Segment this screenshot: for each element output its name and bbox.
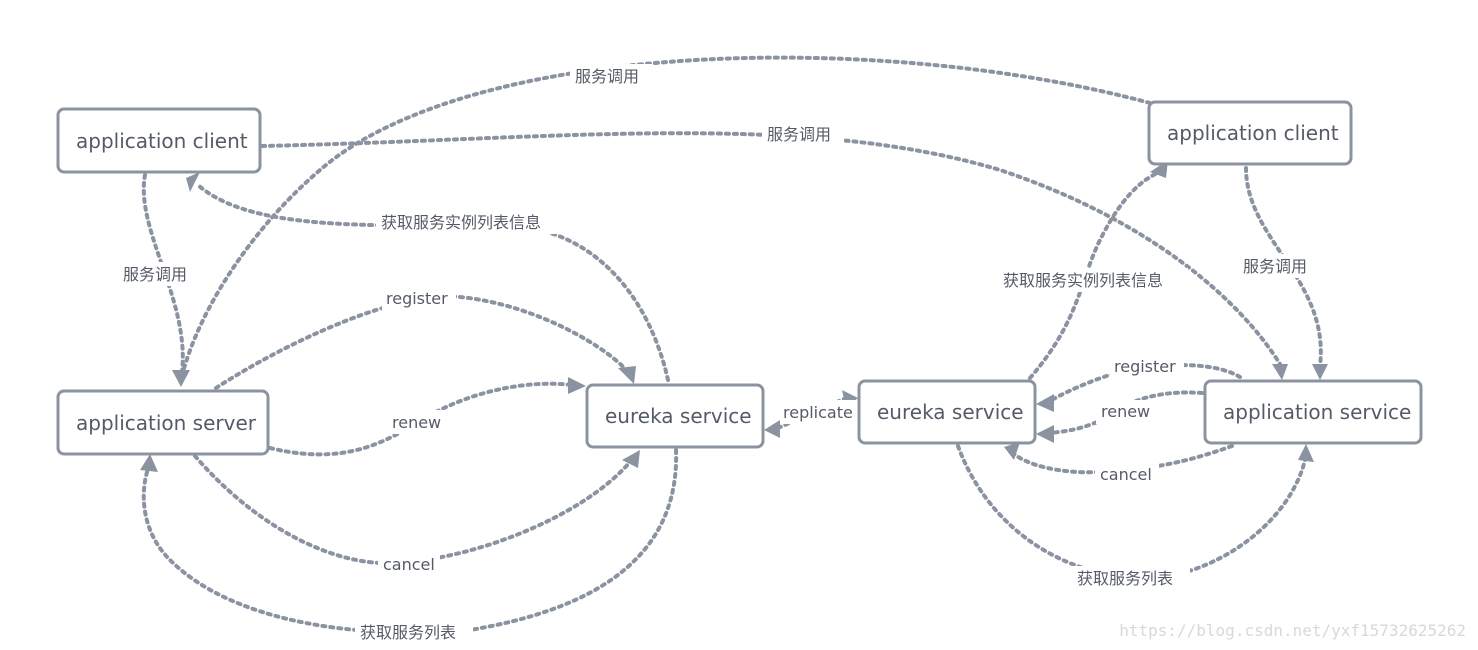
edge-right-client-to-left-server bbox=[181, 55, 1152, 374]
arrowhead-right-service-from-left-client bbox=[1272, 364, 1288, 380]
label-right-register: register bbox=[1114, 357, 1176, 376]
label-right-eureka-to-client: 获取服务实例列表信息 bbox=[1003, 271, 1163, 290]
label-left-register: register bbox=[386, 289, 448, 308]
label-left-cancel: cancel bbox=[383, 555, 435, 574]
edges bbox=[141, 55, 1323, 635]
label-replicate: replicate bbox=[783, 403, 853, 422]
label-left-renew: renew bbox=[392, 413, 441, 432]
label-right-client-to-service: 服务调用 bbox=[1243, 257, 1307, 276]
label-right-cancel: cancel bbox=[1100, 465, 1152, 484]
arrowhead-right-service-fetch bbox=[1298, 444, 1314, 462]
edge-left-fetch-list bbox=[141, 448, 679, 635]
arrowhead-left-eureka-register bbox=[618, 366, 636, 384]
edge-left-cancel bbox=[193, 454, 632, 566]
edge-right-eureka-to-client bbox=[1028, 170, 1162, 380]
watermark: https://blog.csdn.net/yxf15732625262 bbox=[1119, 621, 1466, 640]
node-left-eureka-service[interactable]: eureka service bbox=[585, 383, 765, 449]
edge-left-register bbox=[214, 294, 630, 390]
label-right-renew: renew bbox=[1101, 402, 1150, 421]
arrowhead-left-eureka-cancel bbox=[622, 450, 640, 468]
node-left-application-server-label: application server bbox=[76, 411, 257, 435]
arrowhead-left-server-fetch bbox=[140, 454, 158, 472]
arrowhead-client-to-server bbox=[172, 370, 190, 387]
arrowheads bbox=[140, 160, 1328, 472]
node-right-application-client-label: application client bbox=[1167, 121, 1339, 145]
arrowhead-left-client bbox=[186, 172, 200, 192]
label-left-client-to-right-service: 服务调用 bbox=[767, 125, 831, 144]
node-right-application-service[interactable]: application service bbox=[1203, 379, 1423, 445]
arrowhead-right-eureka-renew bbox=[1036, 425, 1054, 443]
arrowhead-replicate-left bbox=[764, 420, 780, 438]
node-left-eureka-service-label: eureka service bbox=[605, 404, 752, 428]
edge-labels: 服务调用 服务调用 服务调用 获取服务实例列表信息 register renew… bbox=[118, 64, 1320, 644]
label-right-client-to-left-server: 服务调用 bbox=[575, 67, 639, 86]
node-right-application-service-label: application service bbox=[1223, 400, 1411, 424]
node-right-eureka-service-label: eureka service bbox=[877, 400, 1024, 424]
node-left-application-server[interactable]: application server bbox=[56, 389, 270, 456]
arrowhead-right-eureka-cancel bbox=[1004, 442, 1020, 460]
edge-left-client-to-right-service bbox=[260, 131, 1282, 366]
arrowhead-left-eureka-renew bbox=[568, 377, 586, 394]
node-left-application-client-label: application client bbox=[76, 129, 248, 153]
label-left-fetch-list: 获取服务列表 bbox=[360, 623, 456, 642]
node-right-eureka-service[interactable]: eureka service bbox=[857, 379, 1037, 445]
node-right-application-client[interactable]: application client bbox=[1147, 100, 1353, 166]
arrowhead-right-eureka-register bbox=[1036, 394, 1054, 412]
label-client-to-server: 服务调用 bbox=[123, 265, 187, 284]
arrowhead-right-service-from-client bbox=[1312, 364, 1328, 380]
label-left-eureka-to-client: 获取服务实例列表信息 bbox=[381, 213, 541, 232]
node-left-application-client[interactable]: application client bbox=[56, 107, 262, 174]
label-right-fetch-list: 获取服务列表 bbox=[1077, 569, 1173, 588]
